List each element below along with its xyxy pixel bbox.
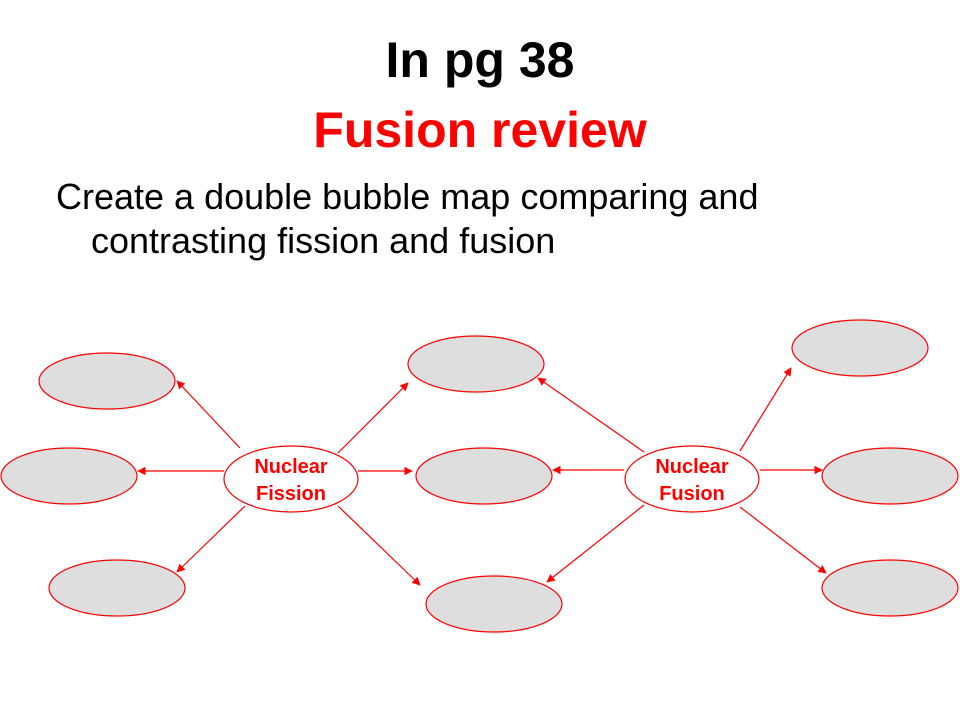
center-label-fission-line2: Fission bbox=[256, 483, 326, 505]
instruction-line-2: contrasting fission and fusion bbox=[91, 220, 556, 261]
center-bubble-fission[interactable]: Nuclear Fission bbox=[223, 445, 359, 513]
center-bubble-fission-shape bbox=[223, 445, 359, 513]
center-label-fusion-line2: Fusion bbox=[659, 483, 725, 505]
bubble-shared-1[interactable] bbox=[407, 335, 545, 393]
connector-fusion-shared-bottom bbox=[546, 504, 645, 583]
fission-connectors bbox=[137, 380, 421, 586]
center-label-fusion-line1: Nuclear bbox=[655, 456, 729, 478]
connector-fission-shared-bottom bbox=[337, 505, 421, 586]
bubble-fission-only-3[interactable] bbox=[48, 559, 186, 617]
center-bubble-fusion[interactable]: Nuclear Fusion bbox=[624, 445, 760, 513]
bubble-fusion-only-1[interactable] bbox=[791, 319, 929, 377]
fusion-only-bubbles bbox=[791, 319, 959, 617]
center-label-fission-line1: Nuclear bbox=[254, 456, 328, 478]
slide-title: In pg 38 bbox=[385, 32, 575, 88]
fusion-connectors bbox=[537, 367, 827, 583]
fission-only-bubbles bbox=[0, 352, 186, 617]
bubble-fusion-only-3[interactable] bbox=[821, 559, 959, 617]
connector-fusion-right-bottom bbox=[739, 506, 827, 574]
bubble-fission-only-1[interactable] bbox=[38, 352, 176, 410]
shared-bubbles bbox=[407, 335, 563, 633]
connector-fission-left-top bbox=[176, 380, 241, 449]
connector-fission-shared-top bbox=[337, 382, 409, 454]
bubble-fusion-only-2[interactable] bbox=[821, 447, 959, 505]
connector-fusion-right-top bbox=[739, 367, 792, 452]
bubble-shared-2[interactable] bbox=[415, 447, 553, 505]
center-bubble-fusion-shape bbox=[624, 445, 760, 513]
connector-fusion-shared-top bbox=[537, 377, 645, 453]
connector-fission-left-bottom bbox=[176, 505, 246, 573]
instruction-text: Create a double bubble map comparing and… bbox=[56, 175, 926, 263]
slide-subtitle: Fusion review bbox=[313, 102, 647, 158]
bubble-shared-3[interactable] bbox=[425, 575, 563, 633]
bubble-fission-only-2[interactable] bbox=[0, 447, 138, 505]
instruction-line-1: Create a double bubble map comparing and bbox=[56, 176, 759, 217]
